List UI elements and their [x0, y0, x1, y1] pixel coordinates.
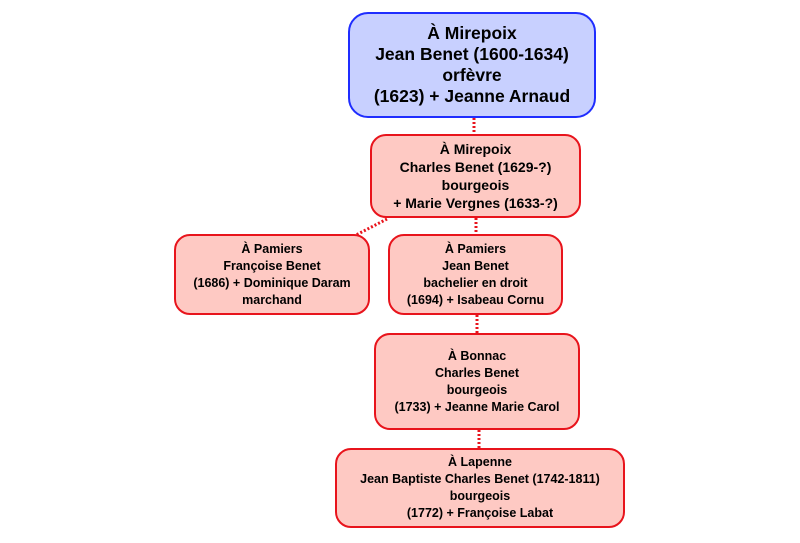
node-line: Jean Baptiste Charles Benet (1742-1811): [360, 472, 600, 486]
node-jean-baptiste-charles-benet: À Lapenne Jean Baptiste Charles Benet (1…: [335, 448, 625, 528]
node-line: (1772) + Françoise Labat: [406, 506, 554, 520]
node-charles-benet-1733: À Bonnac Charles Benet bourgeois (1733) …: [374, 333, 580, 430]
node-line: Charles Benet: [434, 365, 520, 380]
node-line: Jean Benet: [442, 258, 509, 273]
node-line: marchand: [242, 292, 302, 307]
connector-charles1-francoise: [355, 217, 388, 237]
node-line: Charles Benet (1629-?): [399, 159, 552, 175]
node-line: À Bonnac: [447, 348, 507, 363]
node-line: À Pamiers: [241, 241, 303, 256]
node-line: bourgeois: [446, 382, 508, 397]
node-line: À Mirepoix: [427, 23, 517, 43]
node-line: (1694) + Isabeau Cornu: [406, 292, 545, 307]
node-line: bourgeois: [441, 177, 510, 193]
node-jean-benet-1600: À Mirepoix Jean Benet (1600-1634) orfèvr…: [348, 12, 596, 118]
node-line: bachelier en droit: [423, 275, 528, 290]
node-line: À Mirepoix: [439, 141, 512, 157]
node-line: Jean Benet (1600-1634): [375, 44, 569, 64]
node-line: orfèvre: [442, 65, 502, 85]
node-line: Françoise Benet: [223, 258, 321, 273]
node-line: (1623) + Jeanne Arnaud: [373, 86, 571, 106]
node-line: (1733) + Jeanne Marie Carol: [394, 399, 560, 414]
node-line: À Pamiers: [444, 241, 507, 256]
node-line: (1686) + Dominique Daram: [193, 275, 351, 290]
node-francoise-benet: À Pamiers Françoise Benet (1686) + Domin…: [174, 234, 370, 315]
node-jean-benet-1694: À Pamiers Jean Benet bachelier en droit …: [388, 234, 563, 315]
node-charles-benet-1629: À Mirepoix Charles Benet (1629-?) bourge…: [370, 134, 581, 218]
node-line: bourgeois: [449, 489, 511, 503]
node-line: À Lapenne: [448, 455, 512, 469]
node-line: + Marie Vergnes (1633-?): [393, 195, 558, 211]
